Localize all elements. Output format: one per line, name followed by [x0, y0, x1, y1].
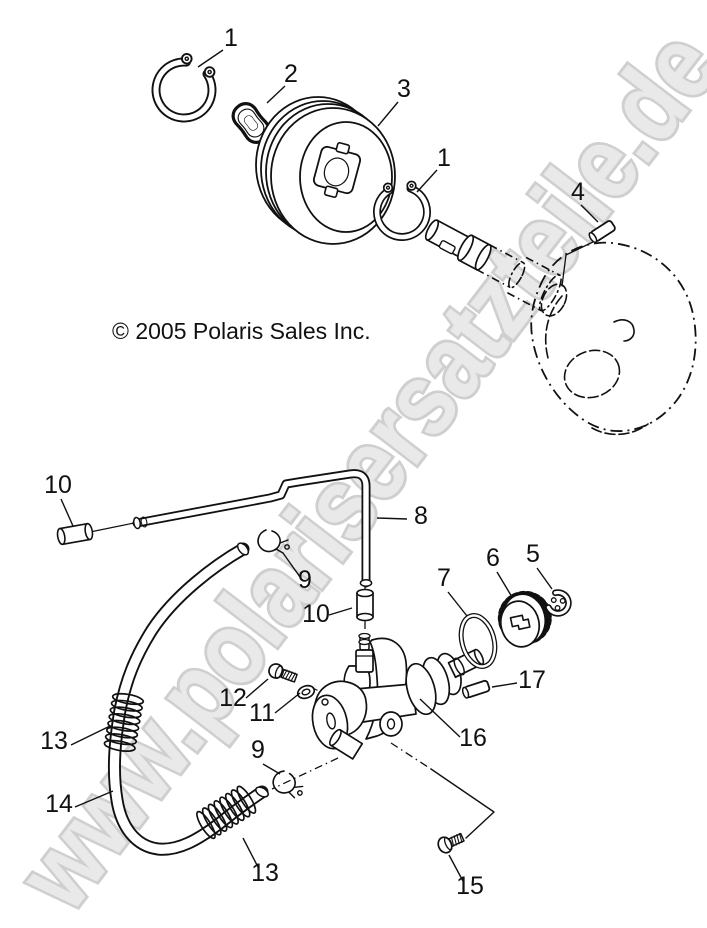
- copyright-text: © 2005 Polaris Sales Inc.: [112, 318, 371, 344]
- callout-label-spring: 13: [40, 727, 68, 755]
- callout-leader-pump-gear: [496, 571, 513, 598]
- flywheel: [530, 241, 697, 436]
- screw-locator-line: [430, 768, 495, 839]
- callout-label-pin: 4: [571, 178, 585, 206]
- outlet-axis-line: [271, 757, 339, 790]
- callout-label-screw: 15: [456, 872, 484, 900]
- callout-label-screw: 12: [219, 684, 247, 712]
- callout-leader-fitting: [328, 607, 353, 616]
- callout-label-washer: 11: [249, 699, 275, 727]
- callout-leader-clamp: [282, 552, 301, 578]
- callout-label-o-ring: 7: [437, 564, 451, 592]
- retaining-ring-top: [153, 52, 218, 121]
- callout-leader-pin: [491, 682, 518, 688]
- callout-label-retaining-ring: 1: [437, 144, 451, 172]
- callout-label-oil-hose: 8: [414, 502, 428, 530]
- fitting-10-mid: [356, 588, 374, 622]
- drive-pulley: [255, 96, 396, 245]
- oil-hose-14: [107, 542, 269, 856]
- callout-leader-clamp: [262, 763, 281, 775]
- callout-leader-screw: [448, 854, 465, 884]
- e-clip-5: [545, 589, 572, 617]
- crankshaft: [424, 219, 562, 312]
- callout-label-fitting: 10: [44, 471, 72, 499]
- callout-label-oil-pump: 16: [459, 724, 487, 752]
- callout-leader-retaining-ring: [416, 169, 438, 193]
- washer-11: [296, 684, 318, 700]
- callout-label-drive-pulley: 3: [397, 75, 411, 103]
- o-ring-7: [458, 613, 498, 669]
- callout-leader-drive-pulley: [377, 101, 399, 127]
- screw-15: [437, 832, 465, 854]
- callout-label-oil-hose: 14: [45, 790, 73, 818]
- callout-leader-oil-hose: [74, 790, 114, 808]
- oil-hose-8: [132, 469, 373, 588]
- fitting-pointer-line: [89, 522, 135, 533]
- callout-leader-pin: [580, 204, 599, 223]
- oil-pump-16: [311, 632, 485, 760]
- callout-label-clamp: 9: [298, 566, 312, 594]
- callout-label-seal-grommet: 2: [284, 60, 298, 88]
- pin-4-locator-line: [561, 240, 596, 287]
- fitting-10-left: [56, 522, 94, 546]
- callout-label-e-clip: 5: [526, 540, 540, 568]
- callout-leader-seal-grommet: [266, 85, 286, 104]
- callout-leader-o-ring: [447, 591, 468, 617]
- callout-label-clamp: 9: [251, 736, 265, 764]
- callout-label-spring: 13: [251, 859, 279, 887]
- callout-label-pump-gear: 6: [486, 544, 500, 572]
- screw-12: [268, 663, 298, 683]
- pin-17: [460, 679, 492, 700]
- callout-leader-oil-hose: [376, 517, 408, 520]
- callout-label-retaining-ring: 1: [224, 24, 238, 52]
- callout-leader-e-clip: [536, 567, 553, 590]
- callout-leader-retaining-ring: [197, 49, 224, 68]
- clamp-9-lower: [269, 768, 308, 801]
- screw-axis-line: [390, 742, 432, 770]
- callout-leader-washer: [274, 692, 301, 714]
- exploded-view-art: [56, 52, 697, 856]
- callout-leader-spring: [242, 837, 260, 870]
- callout-label-fitting: 10: [302, 600, 330, 628]
- callout-leader-oil-pump: [419, 698, 461, 738]
- callout-leader-spring: [70, 725, 111, 746]
- pump-gear-6: [497, 590, 552, 648]
- callout-label-pin: 17: [518, 666, 546, 694]
- callout-leader-fitting: [60, 498, 74, 527]
- callout-leader-screw: [245, 678, 269, 699]
